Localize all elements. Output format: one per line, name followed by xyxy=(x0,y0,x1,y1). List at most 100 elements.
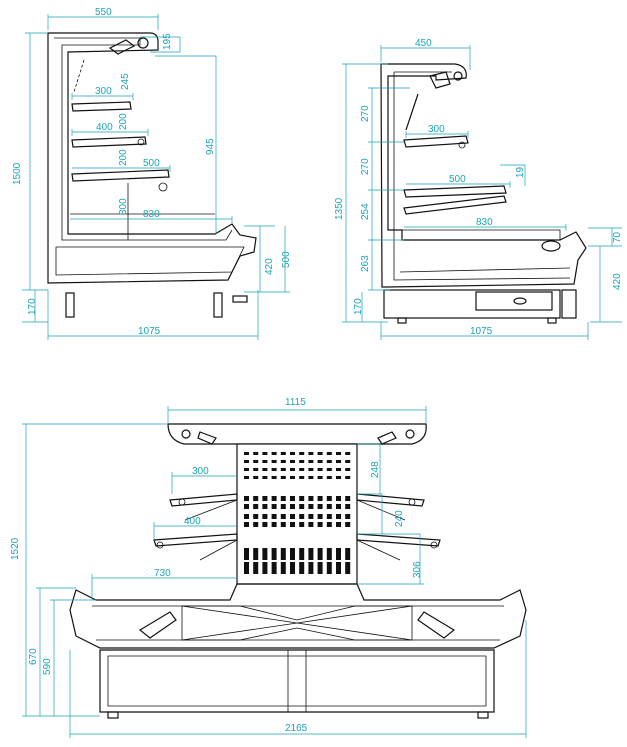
grille-slot xyxy=(308,548,314,560)
grille-slot xyxy=(280,460,286,463)
grille-slot xyxy=(280,452,286,455)
grille-slot xyxy=(262,522,268,527)
grille-slot xyxy=(253,522,259,527)
grille-slot xyxy=(290,476,295,479)
dim-gap2-right: 270 xyxy=(360,158,371,175)
grille-slot xyxy=(280,522,286,527)
dim-shelf2-depth-right: 500 xyxy=(449,174,466,185)
grille-slot xyxy=(271,460,277,463)
grille-slot xyxy=(345,514,351,519)
grille-slot xyxy=(326,452,332,455)
dim-total-height-right: 1350 xyxy=(334,197,345,220)
grille-slot xyxy=(336,476,341,479)
grille-slot xyxy=(262,504,268,509)
grille-slot xyxy=(262,548,268,560)
grille-slot xyxy=(253,562,259,574)
grille-slot xyxy=(317,476,323,479)
grille-slot xyxy=(345,496,351,501)
grille-slot xyxy=(336,504,341,509)
grille-slot xyxy=(271,496,277,501)
grille-slot xyxy=(253,460,259,463)
dim-shelf4-gap: 300 xyxy=(118,198,129,215)
grille-slot xyxy=(244,562,249,574)
grille-slot xyxy=(271,504,277,509)
grille-slot xyxy=(336,468,341,471)
grille-slot xyxy=(345,548,351,560)
grille-slot xyxy=(253,452,259,455)
dim-height-670: 670 xyxy=(28,648,39,665)
grille-slot xyxy=(345,468,351,471)
dim-shelf1-depth-front: 300 xyxy=(192,466,209,477)
grille-slot xyxy=(253,514,259,519)
grille-slot xyxy=(308,460,314,463)
grille-slot xyxy=(326,460,332,463)
grille-slot xyxy=(253,468,259,471)
grille-slot xyxy=(262,514,268,519)
grille-slot xyxy=(244,452,249,455)
grille-slot xyxy=(244,522,249,527)
grille-slot xyxy=(244,468,249,471)
grille-slot xyxy=(262,562,268,574)
grille-slot xyxy=(317,496,323,501)
dim-shelf3-gap: 200 xyxy=(118,149,129,166)
grille-slot xyxy=(317,522,323,527)
grille-slot xyxy=(244,476,249,479)
grille-slot xyxy=(345,460,351,463)
grille-slot xyxy=(280,514,286,519)
grille-slot xyxy=(253,476,259,479)
dim-total-height-front: 1520 xyxy=(10,537,21,560)
grille-slot xyxy=(290,548,295,560)
grille-slot xyxy=(244,460,249,463)
dim-bottom-gap-front: 306 xyxy=(412,561,423,578)
dim-shelf2-depth: 400 xyxy=(96,122,113,133)
dim-shelf3-depth: 500 xyxy=(143,158,160,169)
grille-slot xyxy=(308,522,314,527)
grille-slot xyxy=(271,548,277,560)
side-view-right: 450 1350 270 270 254 263 300 500 19 830 … xyxy=(334,38,623,340)
grille-slot xyxy=(308,514,314,519)
dim-height-590: 590 xyxy=(42,658,53,675)
grille-slot xyxy=(290,522,295,527)
grille-slot xyxy=(244,514,249,519)
dim-canopy-width: 1115 xyxy=(285,397,306,408)
dim-deck-depth-front: 730 xyxy=(154,568,171,579)
grille-slot xyxy=(336,562,341,574)
front-view: 1115 1520 670 590 300 400 730 248 240 30… xyxy=(10,397,527,738)
dim-top-height: 195 xyxy=(162,33,173,50)
grille-slot xyxy=(244,496,249,501)
grille-slot xyxy=(317,452,323,455)
grille-slot xyxy=(290,468,295,471)
grille-slot xyxy=(299,522,305,527)
grille-slot xyxy=(299,548,305,560)
dim-total-depth: 1075 xyxy=(138,326,161,337)
grille-slot xyxy=(326,468,332,471)
grille-slot xyxy=(317,562,323,574)
dim-shelf1-depth-right: 300 xyxy=(428,124,445,135)
grille-slot xyxy=(299,504,305,509)
grille-slot xyxy=(317,468,323,471)
grille-slot xyxy=(326,514,332,519)
dim-shelf2-depth-front: 400 xyxy=(184,516,201,527)
grille-slot xyxy=(308,504,314,509)
ventilation-grille xyxy=(244,452,351,574)
grille-slot xyxy=(262,496,268,501)
grille-slot xyxy=(290,514,295,519)
grille-slot xyxy=(326,504,332,509)
grille-slot xyxy=(308,496,314,501)
grille-slot xyxy=(326,562,332,574)
grille-slot xyxy=(271,562,277,574)
grille-slot xyxy=(317,548,323,560)
dim-deck-depth-right: 830 xyxy=(476,217,493,228)
grille-slot xyxy=(262,476,268,479)
dim-foot-height-right: 170 xyxy=(353,298,364,315)
grille-slot xyxy=(336,452,341,455)
grille-slot xyxy=(308,452,314,455)
grille-slot xyxy=(244,504,249,509)
dim-total-width-front: 2165 xyxy=(285,723,308,734)
grille-slot xyxy=(290,496,295,501)
grille-slot xyxy=(253,548,259,560)
grille-slot xyxy=(280,468,286,471)
grille-slot xyxy=(271,452,277,455)
grille-slot xyxy=(299,476,305,479)
